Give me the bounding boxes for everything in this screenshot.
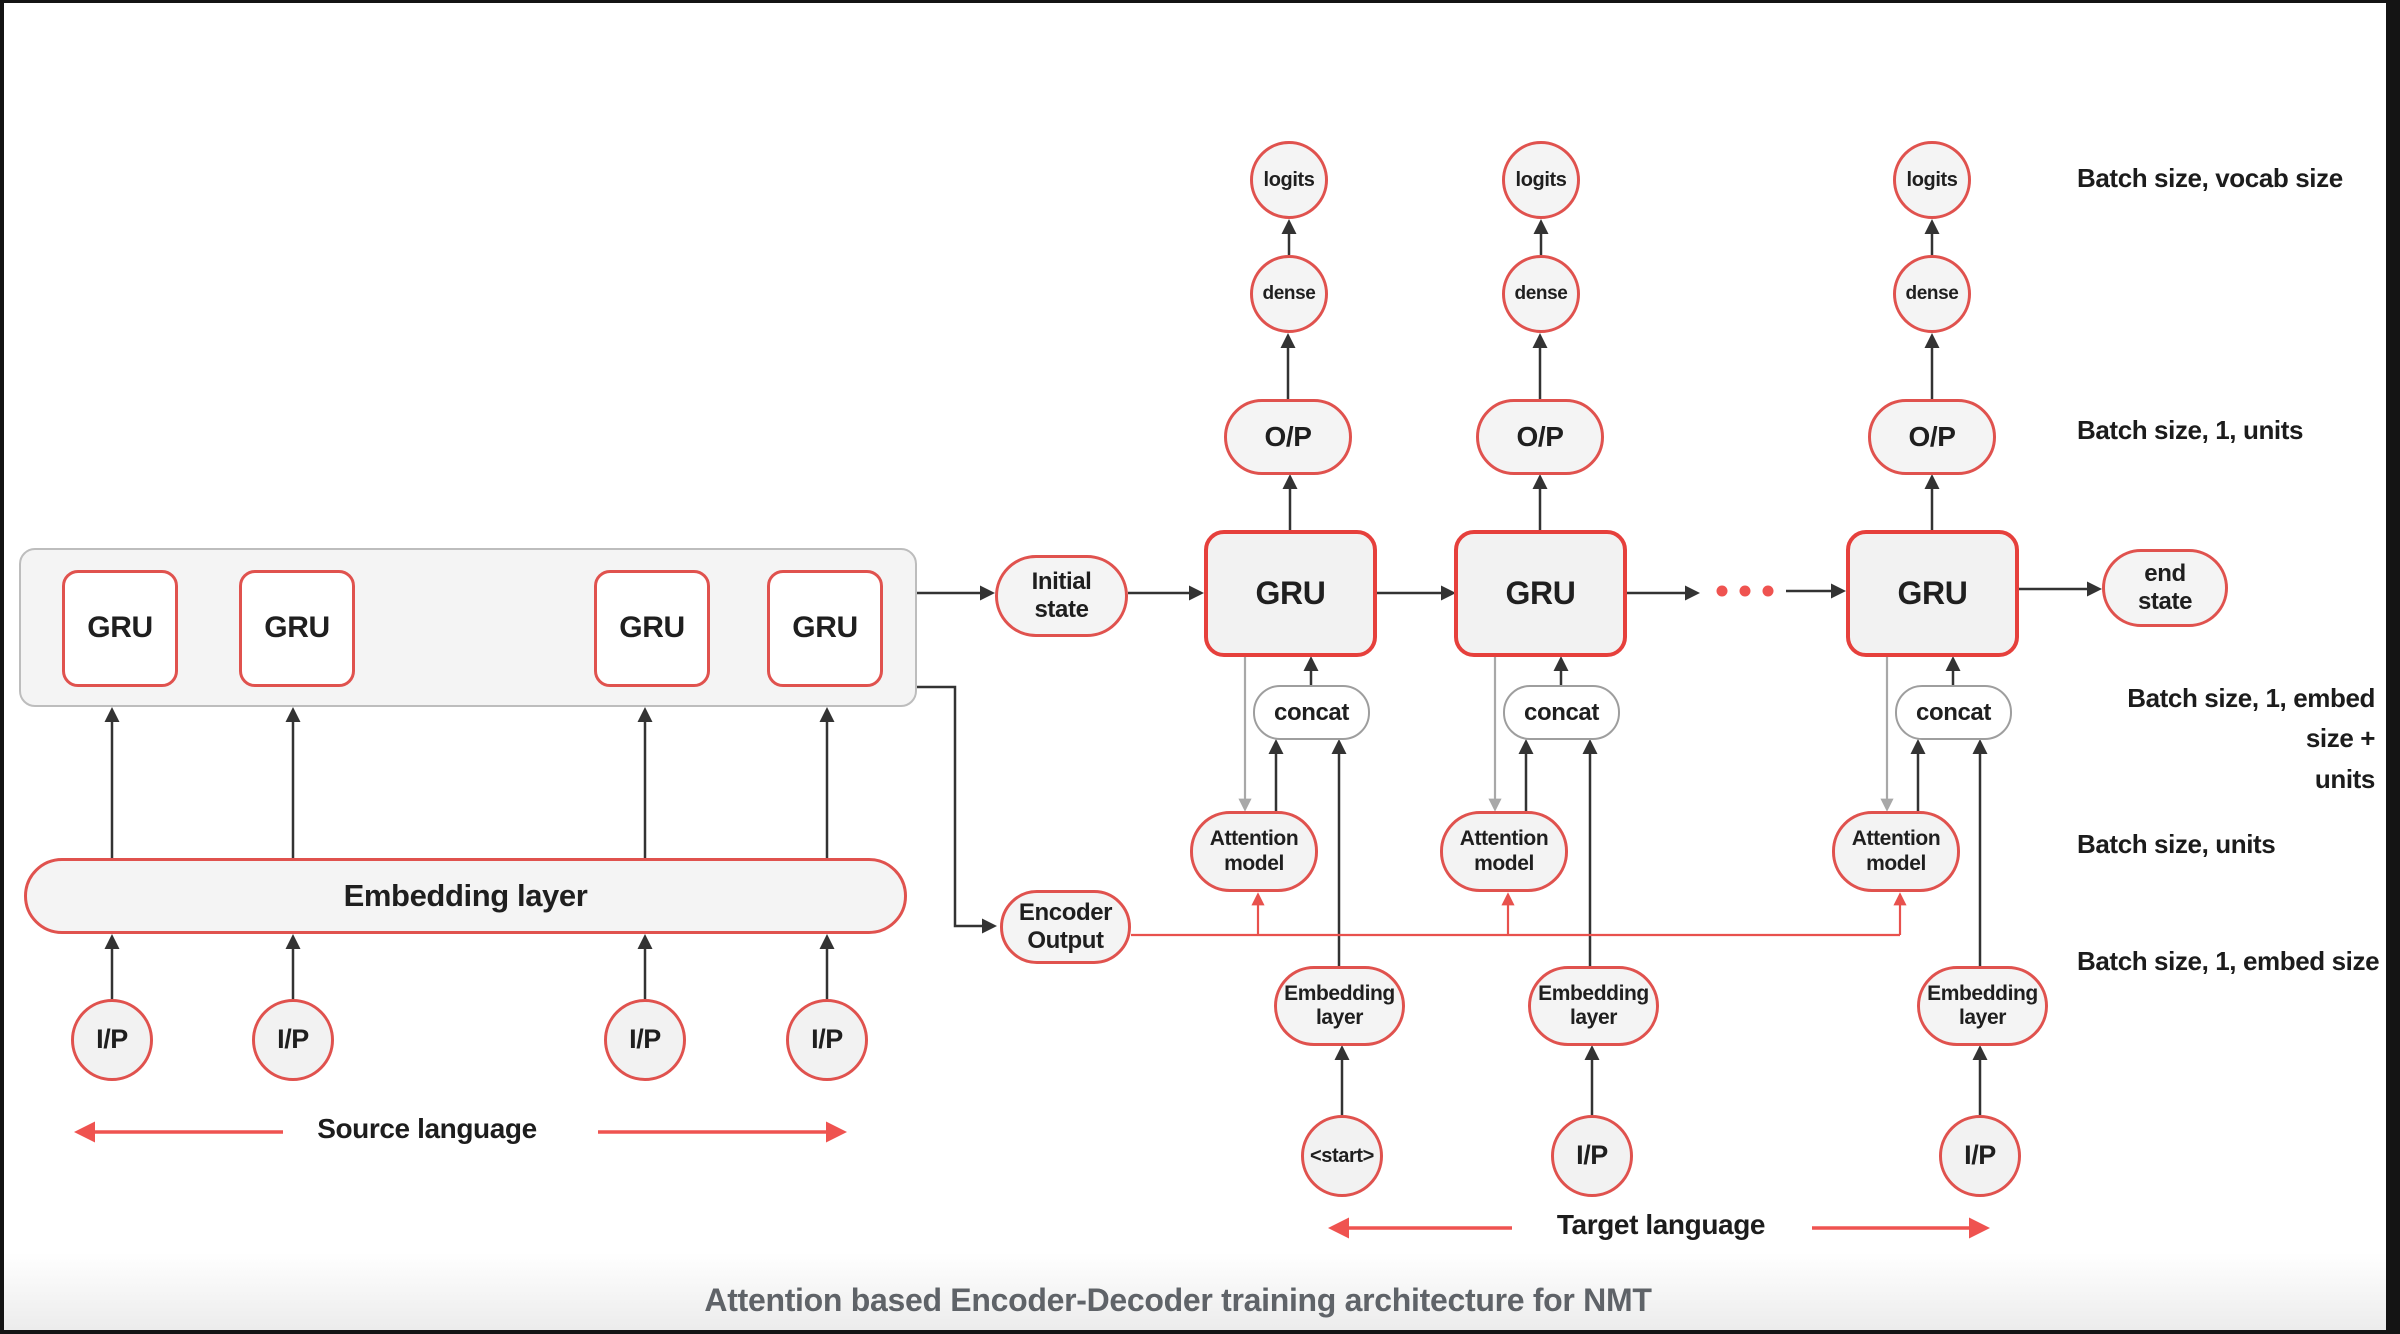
source-language-label: Source language	[317, 1113, 537, 1144]
annotation-embed-size: Batch size, 1, embed size	[2077, 946, 2380, 976]
encoder-output-branches	[1251, 892, 1907, 935]
decoder3-output: O/P	[1868, 399, 1996, 475]
decoder3-dense: dense	[1893, 255, 1971, 333]
annotation-embed-size-units: Batch size, 1, embed size + units	[2127, 683, 2375, 794]
encoder-output-node: Encoder Output	[1000, 890, 1131, 964]
end-state-node: end state	[2102, 549, 2228, 627]
decoder1-embedding-layer: Embedding layer	[1274, 966, 1405, 1046]
encoder-input-1: I/P	[71, 999, 153, 1081]
annotation-vocab-size: Batch size, vocab size	[2077, 163, 2343, 193]
left-frame-edge	[0, 0, 4, 1334]
decoder3-logits: logits	[1893, 141, 1971, 219]
annotation-batch-units: Batch size, units	[2077, 829, 2276, 859]
encoder-gru-2: GRU	[239, 570, 355, 687]
decoder-ellipsis-dots	[1716, 585, 1774, 597]
target-language-label: Target language	[1556, 1209, 1766, 1240]
diagram-caption: Attention based Encoder-Decoder training…	[704, 1282, 1652, 1318]
decoder2-input: I/P	[1551, 1115, 1633, 1197]
decoder2-attention-model: Attention model	[1440, 811, 1568, 892]
initial-state-node: Initial state	[995, 555, 1128, 637]
decoder3-concat: concat	[1895, 685, 2012, 740]
encoder-input-3: I/P	[604, 999, 686, 1081]
decoder3-attention-model: Attention model	[1832, 811, 1960, 892]
encoder-gru-4: GRU	[767, 570, 883, 687]
caption-band	[4, 1253, 2386, 1330]
decoder-column-arrows	[1268, 219, 1988, 1115]
encoder-vertical-arrows	[104, 707, 835, 999]
encoder-gru-3: GRU	[594, 570, 710, 687]
encoder-gru-1: GRU	[62, 570, 178, 687]
decoder1-gru: GRU	[1204, 530, 1377, 657]
decoder3-embedding-layer: Embedding layer	[1917, 966, 2048, 1046]
bridge-arrows	[917, 585, 1204, 934]
decoder3-gru: GRU	[1846, 530, 2019, 657]
encoder-input-4: I/P	[786, 999, 868, 1081]
decoder2-logits: logits	[1502, 141, 1580, 219]
annotation-units: Batch size, 1, units	[2077, 415, 2304, 445]
language-direction-arrows	[74, 1121, 1990, 1239]
decoder2-embedding-layer: Embedding layer	[1528, 966, 1659, 1046]
top-frame-edge	[0, 0, 2400, 3]
decoder3-input: I/P	[1939, 1115, 2021, 1197]
decoder1-dense: dense	[1250, 255, 1328, 333]
gru-to-attention-arrows	[1238, 657, 1894, 812]
encoder-input-2: I/P	[252, 999, 334, 1081]
decoder2-gru: GRU	[1454, 530, 1627, 657]
decoder-chain-arrows	[1377, 581, 2102, 601]
decoder1-input-start: <start>	[1301, 1115, 1383, 1197]
decoder2-dense: dense	[1502, 255, 1580, 333]
decoder1-attention-model: Attention model	[1190, 811, 1318, 892]
encoder-embedding-layer: Embedding layer	[24, 858, 907, 934]
bottom-frame-edge	[0, 1330, 2400, 1334]
decoder2-concat: concat	[1503, 685, 1620, 740]
decoder1-concat: concat	[1253, 685, 1370, 740]
decoder1-logits: logits	[1250, 141, 1328, 219]
decoder1-output: O/P	[1224, 399, 1352, 475]
decoder2-output: O/P	[1476, 399, 1604, 475]
right-frame-edge	[2386, 0, 2400, 1334]
